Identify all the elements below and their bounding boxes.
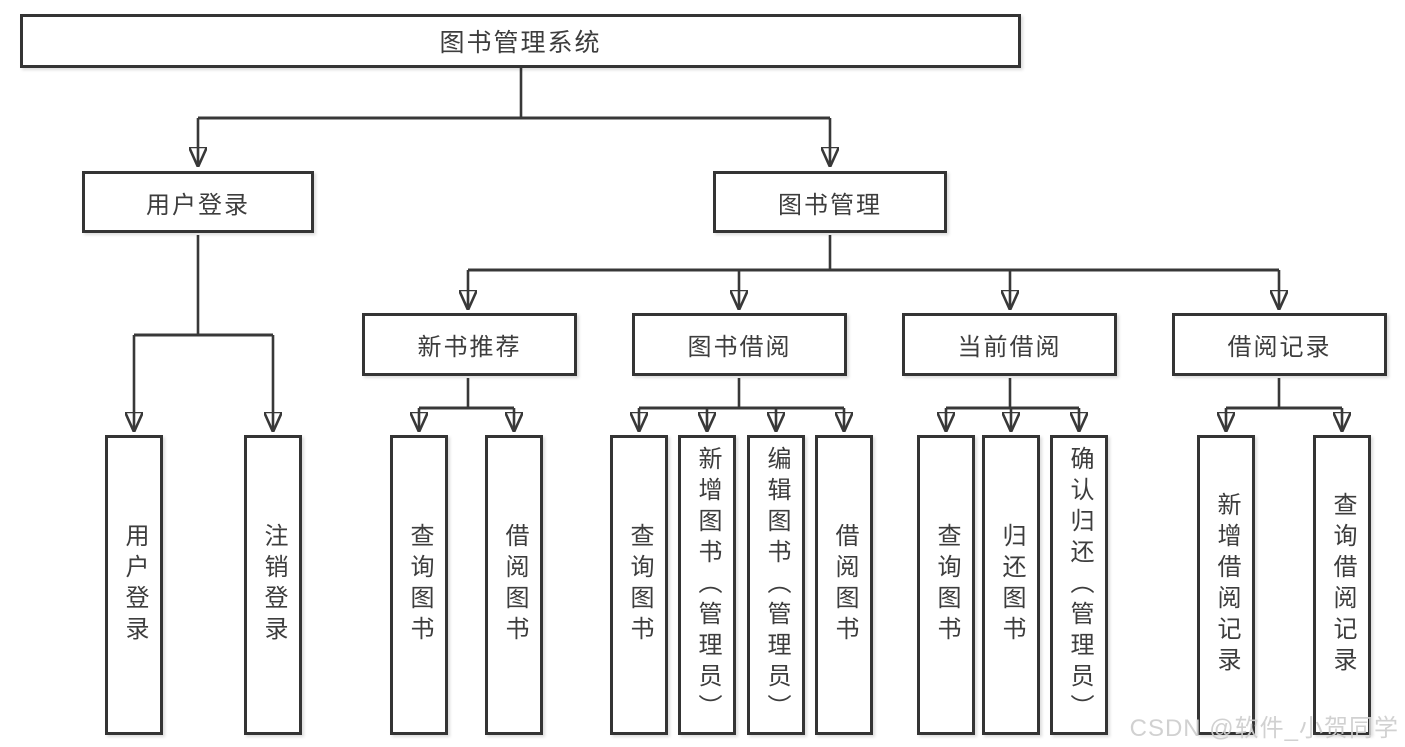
leaf-nb-query-book-label: 查询图书: [406, 523, 433, 647]
leaf-logout: 注销登录: [244, 435, 302, 735]
leaf-bb-borrow-book-label: 借阅图书: [831, 523, 858, 647]
leaf-bb-borrow-book: 借阅图书: [815, 435, 873, 735]
leaf-bb-query-book: 查询图书: [610, 435, 668, 735]
leaf-bb-query-book-label: 查询图书: [626, 523, 653, 647]
leaf-br-add-record-label: 新增借阅记录: [1213, 492, 1240, 678]
node-book-borrow-label: 图书借阅: [687, 334, 792, 361]
node-borrow-record: 借阅记录: [1172, 313, 1387, 376]
node-book-management: 图书管理: [713, 171, 947, 233]
node-current-borrow-label: 当前借阅: [957, 334, 1062, 361]
node-new-book-recommend-label: 新书推荐: [417, 334, 522, 361]
leaf-nb-borrow-book: 借阅图书: [485, 435, 543, 735]
leaf-bb-edit-book-admin: 编辑图书（管理员）: [747, 435, 805, 735]
node-library-system-label: 图书管理系统: [439, 29, 602, 57]
leaf-nb-query-book: 查询图书: [390, 435, 448, 735]
leaf-cb-confirm-return-admin: 确认归还（管理员）: [1050, 435, 1108, 735]
leaf-br-query-record: 查询借阅记录: [1313, 435, 1371, 735]
node-user-login-label: 用户登录: [146, 191, 250, 219]
leaf-cb-query-book: 查询图书: [917, 435, 975, 735]
node-user-login: 用户登录: [82, 171, 314, 233]
node-book-management-label: 图书管理: [778, 191, 882, 219]
node-borrow-record-label: 借阅记录: [1227, 334, 1332, 361]
leaf-user-login-label: 用户登录: [121, 523, 148, 647]
node-library-system: 图书管理系统: [20, 14, 1021, 68]
leaf-bb-add-book-admin: 新增图书（管理员）: [678, 435, 736, 735]
leaf-bb-add-book-admin-label: 新增图书（管理员）: [694, 445, 721, 725]
leaf-cb-return-book: 归还图书: [982, 435, 1040, 735]
node-book-borrow: 图书借阅: [632, 313, 847, 376]
leaf-user-login: 用户登录: [105, 435, 163, 735]
leaf-cb-return-book-label: 归还图书: [998, 523, 1025, 647]
leaf-cb-query-book-label: 查询图书: [933, 523, 960, 647]
leaf-cb-confirm-return-admin-label: 确认归还（管理员）: [1066, 445, 1093, 725]
leaf-nb-borrow-book-label: 借阅图书: [501, 523, 528, 647]
leaf-br-query-record-label: 查询借阅记录: [1329, 492, 1356, 678]
leaf-bb-edit-book-admin-label: 编辑图书（管理员）: [763, 445, 790, 725]
node-new-book-recommend: 新书推荐: [362, 313, 577, 376]
leaf-logout-label: 注销登录: [260, 523, 287, 647]
node-current-borrow: 当前借阅: [902, 313, 1117, 376]
leaf-br-add-record: 新增借阅记录: [1197, 435, 1255, 735]
